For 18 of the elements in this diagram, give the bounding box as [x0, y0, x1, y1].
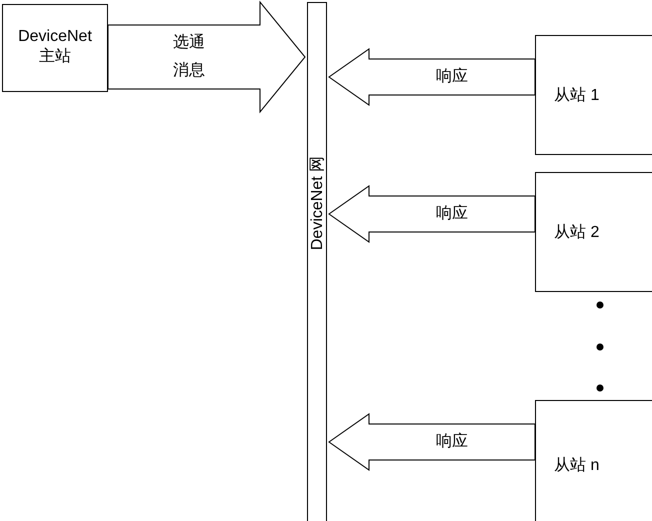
block-arrow: [108, 0, 306, 114]
node-label: 从站 1: [554, 86, 600, 106]
block-arrow: [328, 48, 536, 106]
block-arrow: [328, 413, 536, 471]
edge-label: 选通消息: [172, 32, 206, 81]
node-label: 从站 n: [554, 456, 600, 476]
master-station-box: [2, 4, 108, 92]
edge-label: 响应: [435, 204, 469, 224]
node-label: DeviceNet 主站: [17, 27, 93, 67]
slave-station-box: [535, 400, 652, 521]
slave-station-box: [535, 35, 652, 155]
node-label: DeviceNet 网: [308, 154, 327, 252]
edge-label: 响应: [435, 432, 469, 452]
node-label: 从站 2: [554, 223, 600, 243]
slave-station-box: [535, 172, 652, 292]
block-arrow: [328, 185, 536, 243]
edge-label: 响应: [435, 66, 469, 87]
network-bus-bar: [307, 2, 327, 521]
